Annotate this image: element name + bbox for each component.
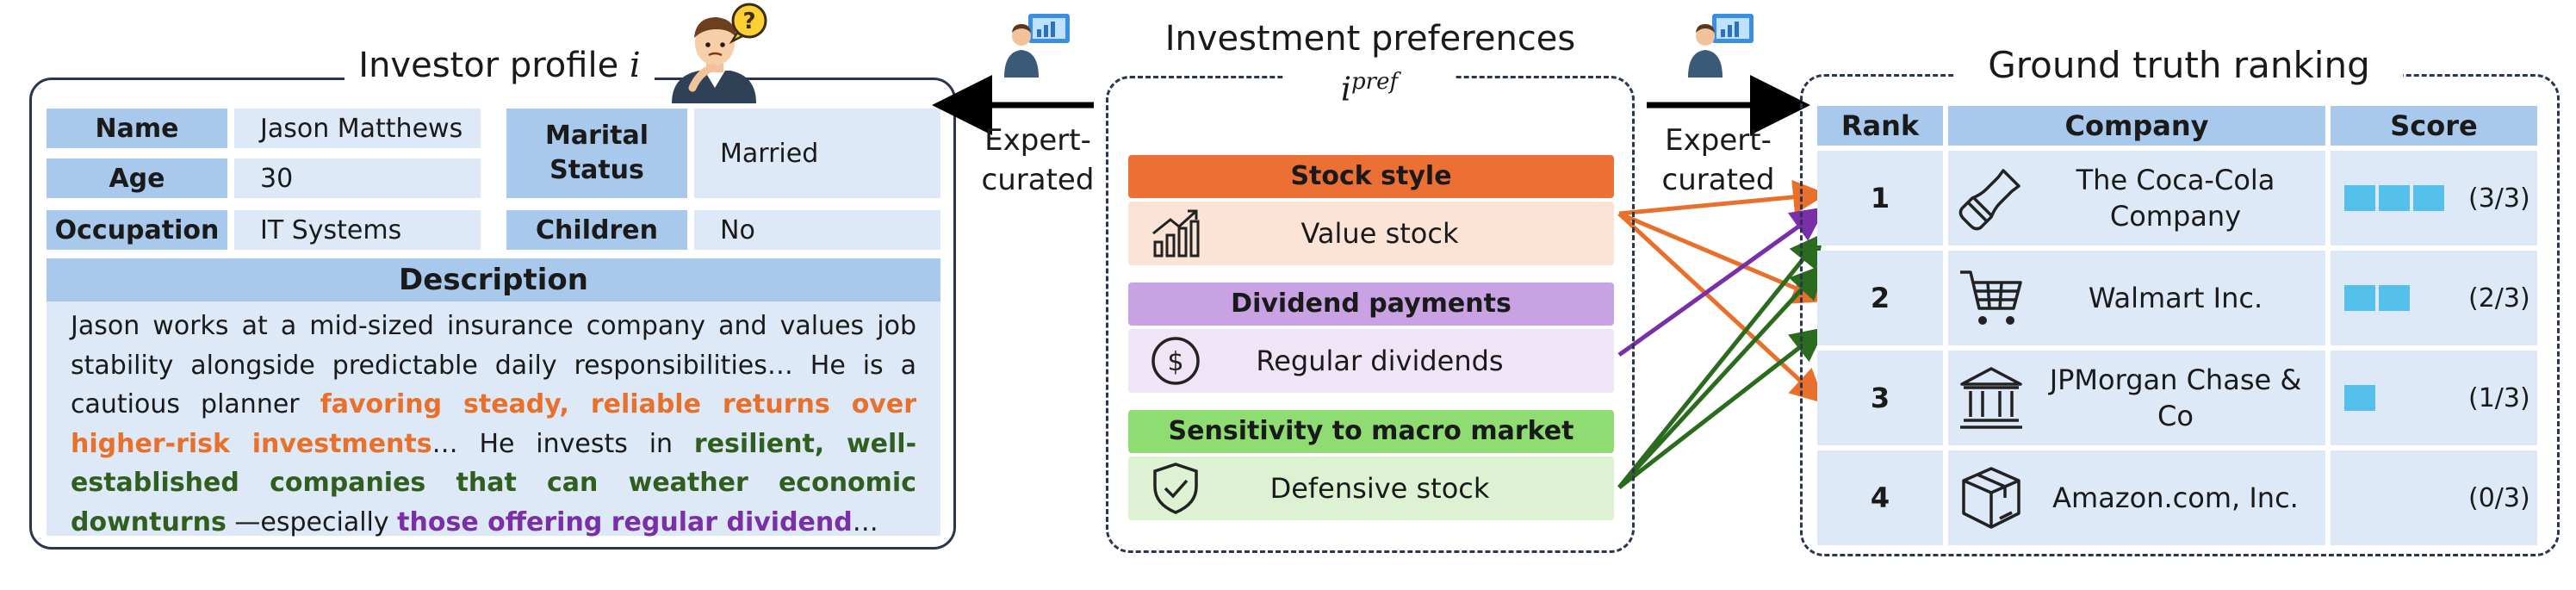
marital-status-label: Marital Status — [506, 109, 687, 198]
score-cell-2: (2/3) — [2331, 251, 2537, 345]
score-cell-1: (3/3) — [2331, 151, 2537, 245]
score-bar — [2379, 185, 2410, 211]
dollar-coin-icon: $ — [1128, 335, 1223, 387]
rank-cell-3: 3 — [1817, 351, 1943, 445]
highlight-resilient-companies: resilient, well-established companies th… — [71, 428, 917, 537]
score-bar — [2344, 385, 2375, 411]
regular-dividends-item: $ Regular dividends — [1128, 329, 1614, 393]
expert-curator-icon-left — [1004, 14, 1070, 78]
description-text: Jason works at a mid-sized insurance com… — [47, 301, 940, 537]
stock-style-header: Stock style — [1128, 155, 1614, 198]
preference-symbol: ipref — [1283, 60, 1456, 109]
ground-truth-ranking-title: Ground truth ranking — [1955, 38, 2403, 93]
value-stock-item: Value stock — [1128, 202, 1614, 265]
rank-cell-1: 1 — [1817, 151, 1943, 245]
company-cell-2: Walmart Inc. — [1948, 251, 2325, 345]
defensive-stock-item: Defensive stock — [1128, 456, 1614, 520]
svg-text:$: $ — [1167, 347, 1183, 377]
score-cell-3: (1/3) — [2331, 351, 2537, 445]
score-cell-4: (0/3) — [2331, 450, 2537, 545]
expert-curator-icon-right — [1688, 14, 1754, 78]
company-cell-4: Amazon.com, Inc. — [1948, 450, 2325, 545]
name-label: Name — [47, 109, 227, 148]
company-cell-1: The Coca-Cola Company — [1948, 151, 2325, 245]
marital-status-value: Married — [694, 109, 940, 198]
shopping-cart-icon — [1948, 264, 2034, 332]
chart-growth-icon — [1128, 206, 1223, 261]
score-bars-1 — [2344, 185, 2448, 211]
svg-text:?: ? — [742, 9, 755, 34]
score-bar — [2344, 185, 2375, 211]
score-bar — [2413, 185, 2444, 211]
expert-curated-label-right: Expert- curated — [1661, 123, 1775, 197]
package-box-icon — [1948, 463, 2034, 532]
children-label: Children — [506, 210, 687, 250]
age-value: 30 — [234, 158, 481, 198]
name-value: Jason Matthews — [234, 109, 481, 148]
description-header: Description — [47, 258, 940, 301]
investment-preferences-title: Investment preferences — [1111, 14, 1629, 64]
score-column-header: Score — [2331, 106, 2537, 146]
score-bars-2 — [2344, 285, 2448, 311]
expert-curated-label-left: Expert- curated — [981, 123, 1095, 197]
bank-icon — [1948, 363, 2034, 432]
age-label: Age — [47, 158, 227, 198]
score-bar — [2344, 285, 2375, 311]
company-column-header: Company — [1948, 106, 2325, 146]
company-cell-3: JPMorgan Chase & Co — [1948, 351, 2325, 445]
occupation-label: Occupation — [47, 210, 227, 250]
highlight-steady-returns: favoring steady, reliable returns over h… — [71, 389, 917, 459]
children-value: No — [694, 210, 940, 250]
highlight-regular-dividend: those offering regular dividend — [397, 506, 853, 537]
rank-column-header: Rank — [1817, 106, 1943, 146]
rank-cell-4: 4 — [1817, 450, 1943, 545]
score-bars-3 — [2344, 385, 2448, 411]
score-bar — [2379, 285, 2410, 311]
rank-cell-2: 2 — [1817, 251, 1943, 345]
macro-sensitivity-header: Sensitivity to macro market — [1128, 410, 1614, 453]
occupation-value: IT Systems — [234, 210, 481, 250]
dividend-payments-header: Dividend payments — [1128, 283, 1614, 326]
investor-avatar-icon: ? — [672, 3, 767, 103]
investor-profile-title: Investor profile i — [345, 40, 655, 91]
soda-bottle-icon — [1948, 164, 2034, 233]
shield-check-icon — [1128, 461, 1223, 516]
